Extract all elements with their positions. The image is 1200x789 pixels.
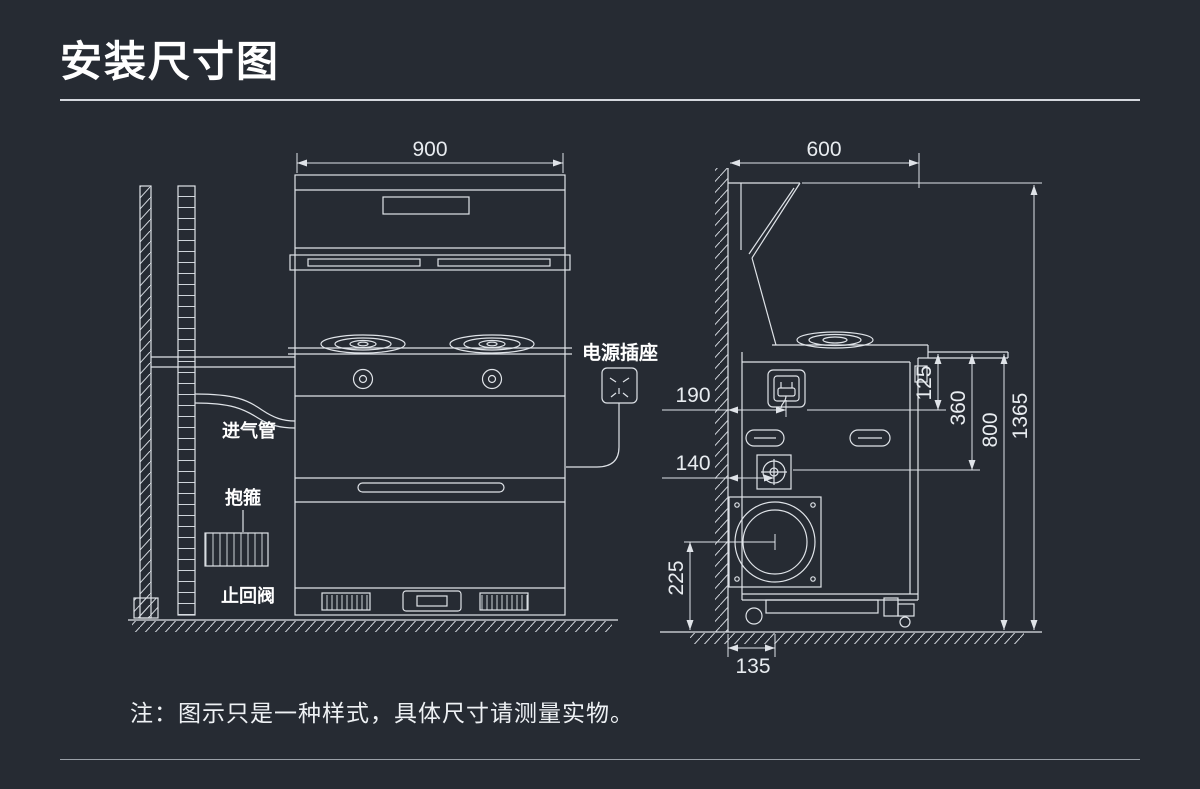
- side-depth-dimension: [730, 153, 920, 188]
- left-dimensions: [662, 400, 787, 630]
- door-handle: [357, 482, 505, 493]
- title-underline: [60, 99, 1140, 101]
- bottom-vent-left: [321, 592, 371, 611]
- side-depth-dim: 600: [806, 138, 841, 161]
- dim-counter-to-socket: 125: [913, 365, 936, 400]
- footnote: 注：图示只是一种样式，具体尺寸请测量实物。: [130, 700, 634, 726]
- dim-total-height: 1365: [1009, 393, 1032, 440]
- front-ground: [128, 619, 618, 632]
- label-gas-inlet: 进气管: [222, 420, 276, 441]
- gas-inlet-pipe: [194, 393, 296, 429]
- dim-wall-to-inlet: 140: [675, 452, 710, 475]
- burner-left: [320, 334, 406, 354]
- bottom-dimension: [728, 634, 776, 657]
- dim-counter-height: 800: [979, 412, 1002, 447]
- dim-counter-to-inlet: 360: [947, 390, 970, 425]
- side-ground: [660, 631, 1042, 644]
- front-width-dim: 900: [412, 138, 447, 161]
- wall-and-flue: [133, 185, 295, 619]
- side-unit-body: [741, 352, 928, 628]
- vent-band: [289, 254, 571, 271]
- bottom-vent-right: [479, 592, 529, 611]
- dim-wall-to-socket: 190: [675, 384, 710, 407]
- page-title: 安装尺寸图: [60, 38, 281, 85]
- front-view: [128, 153, 638, 632]
- footer-rule: [60, 759, 1140, 760]
- caster-wheel: [745, 607, 763, 625]
- clamp-and-check-valve: [204, 510, 269, 567]
- side-wall: [715, 168, 729, 657]
- dim-wall-to-duct: 135: [735, 655, 770, 678]
- label-clamp: 抱箍: [225, 487, 261, 508]
- power-cord: [566, 403, 620, 468]
- caster-wheel: [899, 616, 911, 628]
- bottom-panel: [402, 590, 462, 612]
- right-dimensions: [793, 185, 1038, 630]
- front-width-dimension: [296, 153, 564, 173]
- side-cooktop: [772, 331, 1009, 359]
- label-power-socket: 电源插座: [582, 341, 658, 364]
- front-unit-body: [288, 174, 572, 616]
- display-window: [382, 196, 470, 215]
- label-check-valve: 止回阀: [221, 585, 275, 606]
- dim-duct-to-floor: 225: [665, 560, 688, 595]
- side-handles: [745, 429, 891, 447]
- duct-outlet: [728, 496, 822, 588]
- control-knobs: [352, 368, 503, 390]
- gas-inlet-valve: [756, 454, 792, 490]
- hood-profile: [728, 182, 1042, 346]
- side-view: [660, 153, 1042, 657]
- burner-right: [449, 334, 535, 354]
- power-socket-icon: [601, 367, 638, 404]
